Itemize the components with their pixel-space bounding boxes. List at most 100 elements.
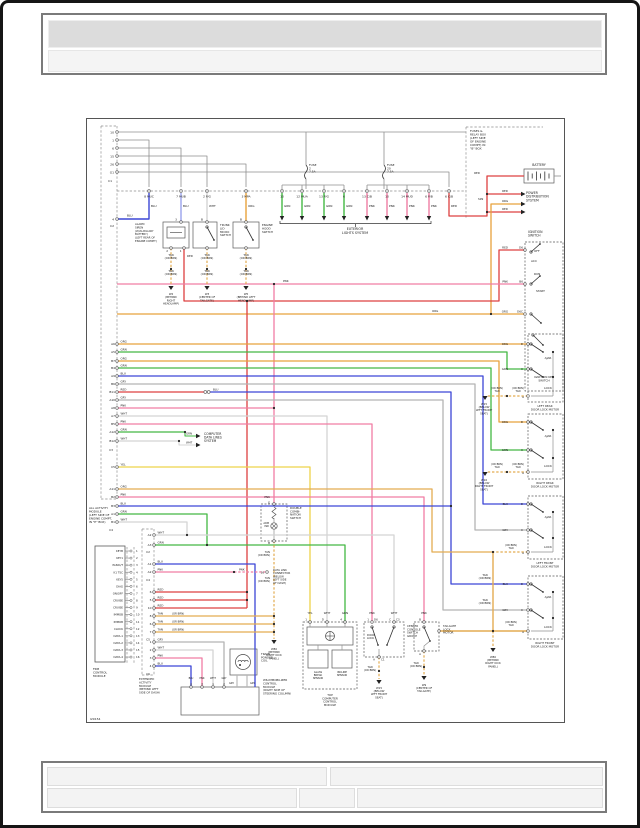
bus-pin bbox=[447, 189, 451, 193]
connector-pin bbox=[115, 162, 119, 166]
diagram-label: C bbox=[389, 618, 391, 622]
frm-row-number: 2 bbox=[136, 556, 138, 560]
wire-color-label: ORG bbox=[121, 485, 127, 489]
diagram-label: RED bbox=[502, 207, 508, 211]
diagram-label: LOCK bbox=[544, 386, 552, 390]
footer-cell-1 bbox=[47, 767, 327, 786]
connector-pin bbox=[152, 630, 156, 634]
diagram-label: C1 bbox=[381, 658, 385, 662]
wire bbox=[154, 534, 395, 622]
ground-icon bbox=[376, 680, 382, 684]
diagram-label: 26 bbox=[110, 163, 114, 167]
bus-pin-label: 2 P/G bbox=[203, 195, 212, 199]
incline-sensor-box bbox=[331, 649, 353, 669]
tailgate-motor-box bbox=[413, 621, 440, 652]
transponder-coil-icon bbox=[239, 664, 241, 666]
flow-arrow-icon bbox=[196, 433, 201, 439]
diagram-label: TAN(OR BRN) bbox=[240, 269, 253, 276]
connector-pin bbox=[129, 570, 133, 574]
frm-module-box bbox=[94, 545, 126, 663]
diagram-label: 1 bbox=[305, 618, 307, 622]
doc-header bbox=[41, 13, 607, 75]
wire-color-label: (OR BRN) bbox=[172, 628, 184, 632]
row-pin-label: A6 bbox=[111, 342, 115, 346]
connector-pin bbox=[526, 608, 530, 612]
diagram-label: 2 bbox=[223, 682, 225, 686]
bus-pin-label: 13 P/G bbox=[319, 195, 330, 199]
connector-pin bbox=[115, 342, 119, 346]
wire-color-label: BLU bbox=[121, 502, 126, 506]
switch-icon bbox=[245, 226, 254, 241]
bus-pin bbox=[405, 189, 409, 193]
diagram-label: TAN(OR BRN) bbox=[258, 550, 270, 557]
frm-row-number: 9 bbox=[136, 606, 138, 610]
diagram-label: ORG bbox=[502, 310, 508, 314]
junction-dot bbox=[245, 299, 249, 303]
trunk-switch-box bbox=[192, 221, 218, 249]
diagram-label: D6 bbox=[519, 246, 523, 250]
diagram-label: 4 bbox=[112, 218, 114, 222]
diagram-label: B6 bbox=[519, 280, 523, 284]
diagram-label: A bbox=[419, 652, 421, 656]
wire bbox=[117, 155, 208, 187]
diagram-label: 3 bbox=[175, 218, 177, 222]
frm-row-number: 15 bbox=[136, 648, 140, 652]
junction-dot bbox=[505, 470, 509, 474]
row-pin-label: A1 bbox=[111, 512, 115, 516]
row-pin-label: B3 bbox=[111, 504, 115, 508]
wire bbox=[154, 665, 192, 687]
diagram-label: TAN(OR BRN) bbox=[479, 598, 492, 605]
row-pin-label: B2 bbox=[111, 495, 115, 499]
wire-color-label: GRN bbox=[121, 348, 127, 352]
diagram-label: TAN(OR BRN) bbox=[201, 269, 214, 276]
row-pin-label: A7 bbox=[111, 414, 115, 418]
frm-row-label: DIAG bbox=[116, 584, 123, 588]
connector-pin bbox=[115, 422, 119, 426]
wire-color-label: GRN bbox=[326, 204, 332, 208]
frm-row-label: CRUISE bbox=[113, 599, 123, 603]
diagram-label: BLU bbox=[503, 502, 508, 506]
siren-speaker-icon bbox=[166, 226, 186, 239]
bus-pin-label: 10 bbox=[385, 195, 389, 199]
flow-arrow-icon bbox=[321, 216, 327, 221]
diagram-label: C2 bbox=[146, 550, 150, 554]
wire bbox=[178, 441, 196, 446]
diagram-label: BLU bbox=[189, 676, 194, 680]
wire bbox=[117, 399, 528, 611]
diagram-label: 4 bbox=[190, 682, 192, 686]
diagram-label: ACC bbox=[531, 259, 537, 263]
connector-pin bbox=[189, 685, 193, 689]
junction-dot bbox=[232, 570, 236, 574]
frm-row-label: ON/OFF bbox=[113, 592, 124, 596]
header-bar-primary bbox=[48, 20, 602, 48]
diagram-label: D bbox=[521, 342, 523, 346]
diagram-label: D6C bbox=[517, 310, 523, 314]
frm-row-label: IMMOB bbox=[114, 613, 124, 617]
connector-pin bbox=[129, 556, 133, 560]
wire bbox=[154, 544, 346, 622]
diagram-label: A bbox=[522, 630, 524, 634]
wire bbox=[117, 360, 528, 423]
connector-pin bbox=[115, 366, 119, 370]
wire bbox=[154, 641, 225, 687]
switch-icon bbox=[377, 644, 379, 646]
wire-color-label: PNK bbox=[121, 493, 127, 497]
switch-icon bbox=[542, 344, 544, 346]
wire-color-label: PNK bbox=[158, 654, 164, 658]
connector-pin bbox=[152, 570, 156, 574]
diagram-label: C4 bbox=[109, 528, 113, 532]
wire-color-label: WHT bbox=[158, 646, 165, 650]
diagram-label: B bbox=[240, 218, 242, 222]
diagram-label: GRY bbox=[502, 608, 508, 612]
wire-color-label: PNK bbox=[409, 204, 415, 208]
wire-color-label: PNK bbox=[121, 404, 127, 408]
